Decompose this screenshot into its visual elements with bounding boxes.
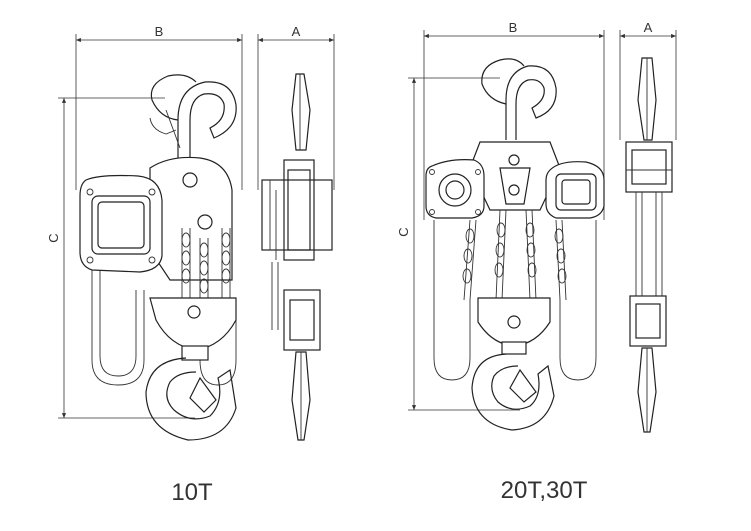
bottom-hook-20t (471, 353, 555, 431)
hoist-20t-30t-front-view: B C (396, 20, 605, 431)
gear-cover-right-20t (545, 161, 605, 219)
bottom-hook-latch (189, 376, 217, 413)
dimension-b-label-2: B (509, 20, 518, 35)
dimension-a-10t: A (257, 24, 335, 190)
hoist-20t-30t-side-view: A (619, 20, 677, 433)
gear-cover-left-20t (425, 159, 485, 219)
dimension-c-label: C (46, 233, 61, 242)
dimension-b-label: B (155, 24, 164, 39)
load-chain-10t (181, 228, 231, 300)
caption-10t: 10T (171, 479, 213, 506)
gear-cover-10t (79, 174, 163, 273)
caption-20t-30t: 20T,30T (501, 477, 588, 504)
top-hook (177, 81, 237, 162)
dimension-b-10t: B (75, 24, 243, 190)
dimension-c-10t: C (46, 97, 195, 419)
hoist-body (149, 156, 233, 281)
hoist-10t-front-view: B C (46, 24, 243, 441)
bottom-hook-10t (145, 357, 237, 441)
dimension-c-label-2: C (396, 227, 411, 236)
bottom-block-20t (477, 297, 551, 347)
dimension-a-label-2: A (644, 20, 653, 35)
hook-latch (165, 109, 181, 149)
hoist-10t-side-view: A (257, 24, 335, 441)
dimension-c-20t: C (396, 77, 520, 411)
dimension-a-20t: A (619, 20, 677, 140)
dimension-a-label: A (292, 24, 301, 39)
top-hook-20t (505, 65, 557, 140)
load-chain-20t (462, 209, 567, 301)
hand-chain-loop-left (91, 268, 145, 386)
hand-chain-loop-right (199, 300, 237, 386)
